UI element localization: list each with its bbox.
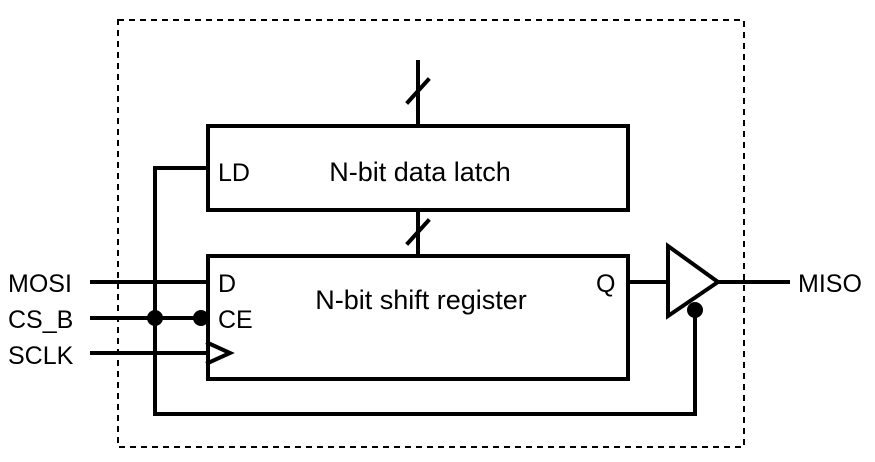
cs-b-label: CS_B [8, 306, 73, 334]
cs-b-load-wire [153, 166, 210, 320]
module-boundary [117, 19, 745, 448]
d-pin-label: D [218, 270, 236, 298]
register-bus-slash [405, 218, 431, 246]
data-latch-title: N-bit data latch [329, 157, 511, 187]
data-latch-block [206, 124, 630, 212]
cs-b-enable-wire [153, 308, 697, 416]
clock-input-triangle [205, 340, 235, 366]
latch-bus-slash [405, 77, 431, 105]
q-pin-label: Q [596, 270, 615, 298]
shift-register-title: N-bit shift register [315, 285, 527, 315]
cs-b-junction-dot [147, 310, 163, 326]
ce-pin-label: CE [218, 306, 253, 334]
mosi-label: MOSI [8, 270, 72, 298]
shift-register-block [206, 254, 630, 381]
ld-pin-label: LD [218, 159, 250, 187]
miso-label: MISO [798, 270, 862, 298]
buffer-enable-bubble [687, 302, 703, 318]
sclk-label: SCLK [8, 342, 74, 370]
tristate-buffer [666, 242, 722, 320]
ce-inverting-bubble [193, 310, 209, 326]
